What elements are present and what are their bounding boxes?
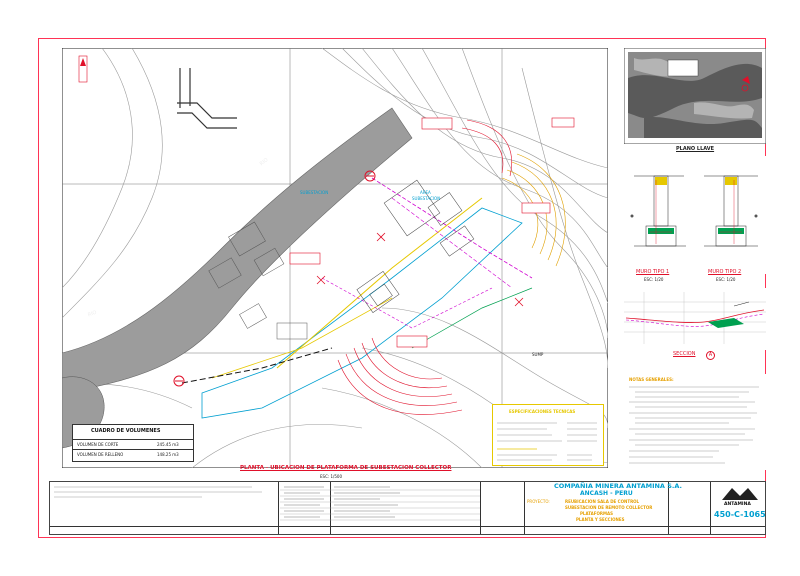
section-profile [624, 288, 766, 350]
antamina-logo-icon [722, 488, 758, 500]
notes-title: NOTAS GENERALES: [629, 377, 674, 382]
specs-lines [497, 422, 597, 461]
revision-table [280, 486, 480, 521]
plan-scale: ESC: 1/500 [320, 474, 343, 479]
site-plan [62, 48, 608, 468]
volumes-row1-value: 245.45 m3 [157, 442, 179, 447]
wall-details [624, 156, 766, 274]
specs-title: ESPECIFICACIONES TECNICAS [509, 409, 576, 414]
key-map [624, 48, 766, 144]
key-map-title: PLANO LLAVE [676, 146, 715, 152]
volumes-row1-label: VOLUMEN DE CORTE [77, 442, 119, 447]
volumes-table-title: CUADRO DE VOLUMENES [91, 428, 161, 434]
notes-lines [629, 386, 759, 464]
volumes-row2-label: VOLUMEN DE RELLENO [77, 452, 124, 457]
wall2-scale: ESC: 1/20 [716, 277, 736, 282]
volumes-table: CUADRO DE VOLUMENES VOLUMEN DE CORTE 245… [72, 424, 194, 462]
area-top-label: SUBESTACION [300, 190, 329, 195]
specs-box: ESPECIFICACIONES TECNICAS [492, 404, 604, 466]
revision-notes [54, 486, 262, 498]
company-logo-text: ANTAMINA [724, 502, 751, 507]
company-location: ANCASH - PERU [580, 490, 633, 497]
wall1-scale: ESC: 1/20 [644, 277, 664, 282]
company-name: COMPAÑIA MINERA ANTAMINA S.A. [554, 482, 683, 490]
project-label: PROYECTO: [527, 499, 550, 504]
title-strip: COMPAÑIA MINERA ANTAMINA S.A. ANCASH - P… [49, 481, 766, 535]
drawing-number: 450-C-1065 [714, 510, 766, 519]
substation-center-label-2: SUBESTACION [412, 196, 441, 201]
wall1-label: MURO TIPO 1 [636, 269, 670, 275]
project-sub3: PLATAFORMAS [580, 511, 613, 516]
plan-title: PLANTA - UBICACION DE PLATAFORMA DE SUBE… [240, 465, 452, 471]
project-sub4: PLANTA Y SECCIONES [576, 517, 625, 522]
project-sub2: SUBESTACION DE REMOTO COLLECTOR [565, 505, 653, 510]
volumes-row2-value: 148.25 m3 [157, 452, 179, 457]
general-notes: NOTAS GENERALES: [624, 374, 766, 470]
section-title: SECCION [673, 351, 696, 357]
substation-center-label-1: AREA [420, 190, 431, 195]
section-letter: A [706, 351, 715, 360]
project-sub1: REUBICACION SALA DE CONTROL [565, 499, 640, 504]
sump-label: SUMP [532, 352, 544, 357]
wall2-label: MURO TIPO 2 [708, 269, 742, 275]
